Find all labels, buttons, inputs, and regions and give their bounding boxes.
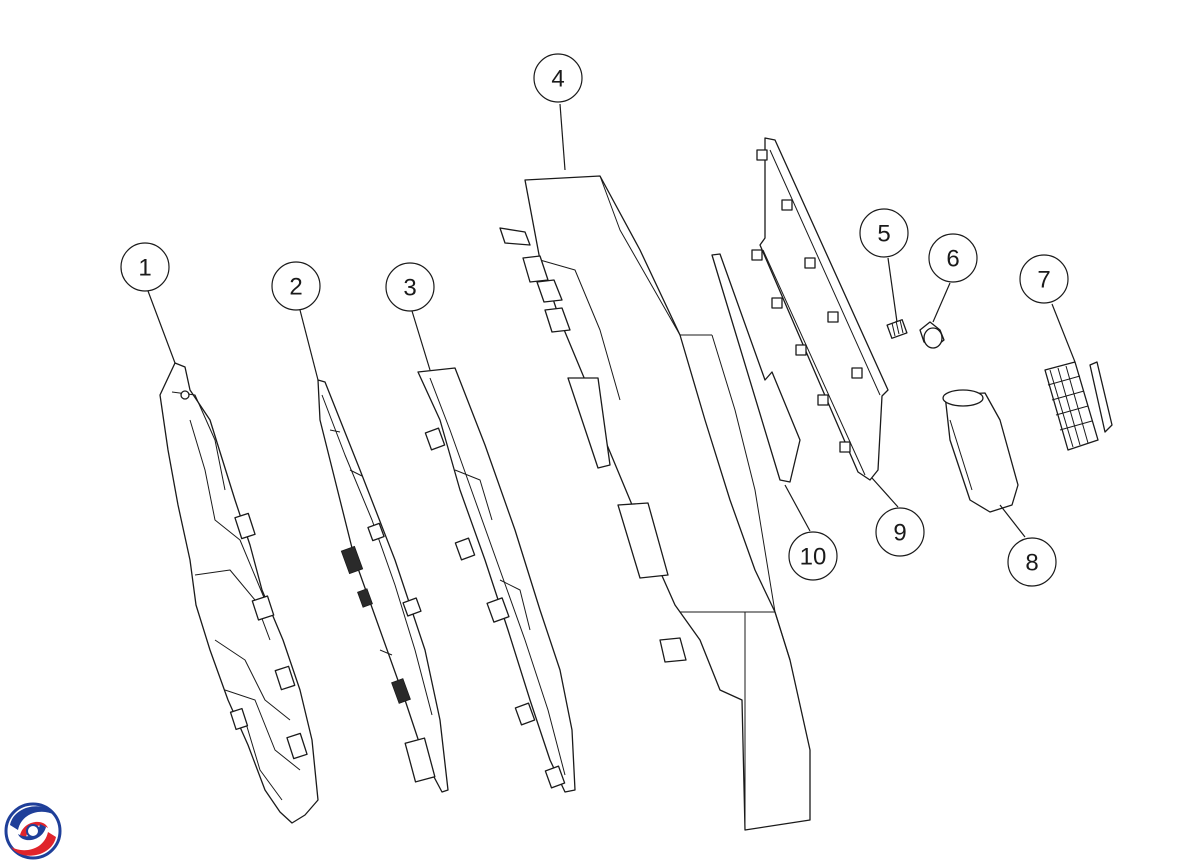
callout-label: 5 <box>877 221 890 248</box>
callout-label: 2 <box>289 274 302 301</box>
callout-7: 7 <box>1019 254 1069 304</box>
part-1-housing <box>159 362 319 824</box>
callout-1: 1 <box>120 242 170 292</box>
part-8-knob-housing <box>942 389 1019 513</box>
brand-swirl-logo-icon <box>4 802 62 860</box>
part-3-mounting-frame <box>417 367 576 793</box>
callout-label: 1 <box>138 255 151 282</box>
leader-lines <box>147 103 1076 538</box>
part-9-rail <box>751 137 889 481</box>
callout-label: 3 <box>403 275 416 302</box>
callout-3: 3 <box>385 262 435 312</box>
part-7-knob <box>1044 361 1113 451</box>
callout-label: 4 <box>551 66 564 93</box>
callout-label: 6 <box>946 246 959 273</box>
part-6-cap <box>919 321 945 349</box>
callout-6: 6 <box>928 233 978 283</box>
callout-label: 9 <box>893 520 906 547</box>
part-5-spring <box>886 319 908 339</box>
callout-label: 8 <box>1025 550 1038 577</box>
callout-2: 2 <box>271 261 321 311</box>
callout-5: 5 <box>859 208 909 258</box>
part-4-cover <box>499 175 811 831</box>
callout-8: 8 <box>1007 537 1057 587</box>
part-2-circuit-board <box>317 379 449 793</box>
callout-10: 10 <box>788 531 838 581</box>
callout-label: 7 <box>1037 267 1050 294</box>
part-10-gasket <box>711 253 801 483</box>
callout-label: 10 <box>800 544 827 571</box>
callout-4: 4 <box>533 53 583 103</box>
callout-9: 9 <box>875 507 925 557</box>
rail-clips <box>751 149 863 453</box>
